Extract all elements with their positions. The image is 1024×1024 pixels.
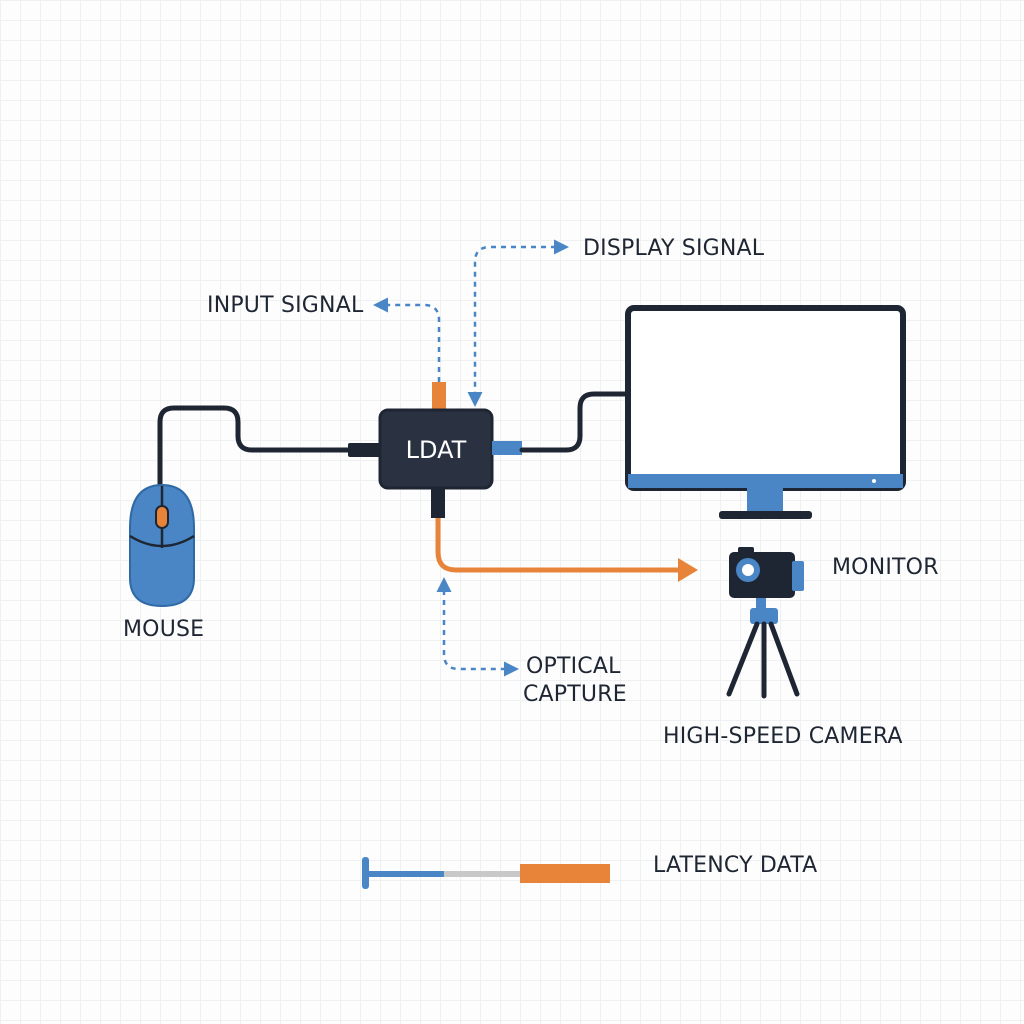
display-port [492, 441, 522, 455]
latency-data-bar [362, 857, 610, 889]
monitor-cable [519, 391, 633, 453]
monitor-icon [625, 305, 906, 519]
optical-capture-label-line2: CAPTURE [523, 682, 627, 707]
mouse-icon [129, 483, 195, 608]
ldat-device: LDAT [378, 408, 494, 490]
input-signal-label: INPUT SIGNAL [207, 293, 364, 318]
capture-port [431, 488, 445, 518]
display-signal-line [467, 239, 569, 407]
input-port [432, 382, 446, 412]
latency-data-label: LATENCY DATA [653, 853, 817, 878]
high-speed-camera-label: HIGH-SPEED CAMERA [663, 724, 903, 749]
monitor-label: MONITOR [832, 555, 939, 580]
optical-capture-arrowhead [678, 558, 698, 582]
display-signal-label: DISPLAY SIGNAL [583, 236, 765, 261]
input-signal-line [373, 297, 441, 382]
optical-capture-label-line1: OPTICAL [526, 654, 621, 679]
optical-capture-line [436, 577, 519, 677]
optical-capture-cable [435, 518, 682, 573]
mouse-label: MOUSE [123, 617, 204, 642]
mouse-cable-connector [348, 443, 382, 457]
ldat-label: LDAT [406, 436, 467, 464]
tripod-icon [726, 598, 800, 699]
mouse-cable [157, 405, 355, 491]
camera-icon [729, 547, 804, 598]
